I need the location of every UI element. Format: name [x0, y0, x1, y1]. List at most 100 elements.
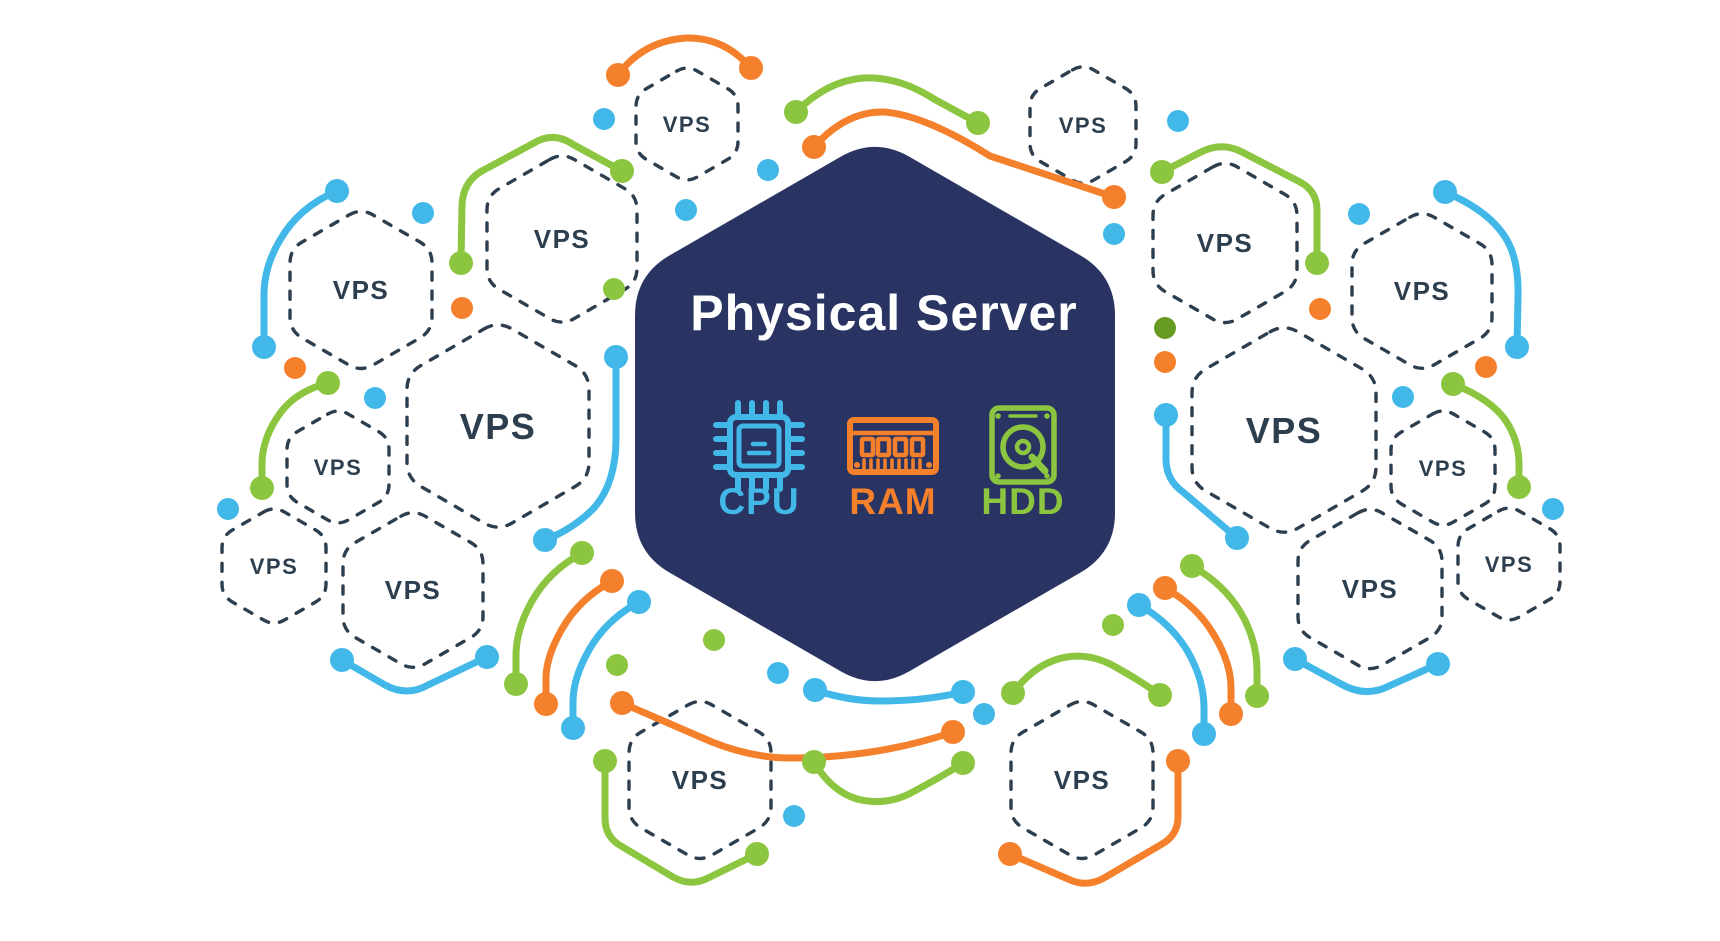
- connector-dot: [610, 691, 634, 715]
- connector-line: [1006, 757, 1182, 887]
- connector-dot: [998, 842, 1022, 866]
- vps-hexagon-right-upper: VPS: [1151, 161, 1299, 325]
- connector-dot: [1166, 749, 1190, 773]
- connector-dot: [504, 672, 528, 696]
- vps-label: VPS: [1419, 456, 1468, 481]
- hexagon-outline: [288, 209, 434, 371]
- connector-dot: [1507, 475, 1531, 499]
- connector-dot: [1505, 335, 1529, 359]
- connector-dot: [1305, 251, 1329, 275]
- connector-line: [1009, 652, 1164, 699]
- vps-hexagon-bottom-left: VPS: [627, 699, 773, 861]
- connector-dot: [627, 590, 651, 614]
- accent-dot: [1475, 356, 1497, 378]
- connector-line: [614, 34, 755, 79]
- vps-hexagon-far-left: VPS: [288, 209, 434, 371]
- accent-dot: [284, 357, 306, 379]
- vps-label: VPS: [1054, 765, 1111, 795]
- accent-dot: [1154, 317, 1176, 339]
- vps-hexagon-far-right-upper: VPS: [1350, 211, 1494, 371]
- connector-line: [601, 757, 761, 886]
- physical-server-hexagon: [635, 146, 1115, 682]
- accent-dot: [1154, 351, 1176, 373]
- connector-dot: [1219, 702, 1243, 726]
- connector-line: [618, 699, 957, 762]
- hdd-label: HDD: [981, 481, 1064, 522]
- vps-label: VPS: [333, 275, 390, 305]
- connector-dot: [1433, 180, 1457, 204]
- connector-line: [260, 187, 341, 351]
- connector-lines: [258, 34, 1523, 887]
- connector-dot: [250, 476, 274, 500]
- accent-dot: [1392, 386, 1414, 408]
- connector-dot: [1127, 593, 1151, 617]
- connector-line: [457, 134, 626, 267]
- connector-dot: [570, 541, 594, 565]
- connector-dots: [217, 56, 1564, 866]
- connector-line: [1135, 601, 1208, 738]
- hexagon-outline: [1456, 506, 1562, 622]
- accent-dot: [451, 297, 473, 319]
- connector-dot: [802, 750, 826, 774]
- accent-dot: [412, 202, 434, 224]
- hexagon-outline: [220, 507, 328, 625]
- hexagon-outline: [634, 66, 740, 182]
- vps-label: VPS: [534, 224, 591, 254]
- vps-label: VPS: [1059, 113, 1108, 138]
- accent-dot: [603, 278, 625, 300]
- accent-dot: [757, 159, 779, 181]
- connector-dot: [1150, 160, 1174, 184]
- connector-dot: [1283, 647, 1307, 671]
- connector-line: [1291, 655, 1442, 695]
- connector-dot: [610, 159, 634, 183]
- accent-dot: [783, 805, 805, 827]
- accent-dot: [703, 629, 725, 651]
- connector-dot: [1225, 526, 1249, 550]
- connector-line: [810, 108, 1118, 201]
- connector-dot: [802, 135, 826, 159]
- connector-line: [811, 686, 967, 705]
- connector-dot: [604, 345, 628, 369]
- connector-dot: [1154, 403, 1178, 427]
- connector-dot: [593, 749, 617, 773]
- connector-dot: [966, 111, 990, 135]
- connector-dot: [252, 335, 276, 359]
- hexagon-outline: [1151, 161, 1299, 325]
- connector-line: [512, 549, 586, 688]
- vps-hexagon-bottom-right: VPS: [1009, 699, 1155, 861]
- vps-hexagon-left-smaller: VPS: [220, 507, 328, 625]
- accent-dot: [767, 662, 789, 684]
- vps-hexagon-right-bottom: VPS: [1296, 507, 1444, 671]
- connector-dot: [449, 251, 473, 275]
- hexagon-outline: [485, 154, 639, 324]
- connector-dot: [1102, 185, 1126, 209]
- hexagon-outline: [1009, 699, 1155, 861]
- vps-label: VPS: [460, 406, 537, 447]
- ram-label: RAM: [849, 481, 936, 522]
- ram-memory-icon: [847, 417, 939, 475]
- connector-dot: [561, 716, 585, 740]
- vps-label: VPS: [1246, 410, 1323, 451]
- accent-dot: [675, 199, 697, 221]
- vps-hexagon-left-small: VPS: [285, 409, 391, 525]
- connector-line: [542, 577, 616, 708]
- vps-hexagon-top-left: VPS: [634, 66, 740, 182]
- connector-dot: [534, 692, 558, 716]
- physical-server-title: Physical Server: [690, 285, 1078, 341]
- accent-dot: [973, 703, 995, 725]
- connector-dot: [475, 645, 499, 669]
- physical-server-node: Physical Server: [635, 146, 1115, 682]
- connector-line: [1162, 411, 1241, 542]
- hexagon-outline: [285, 409, 391, 525]
- hexagon-outline: [1389, 409, 1497, 527]
- connector-dot: [745, 842, 769, 866]
- vps-label: VPS: [250, 554, 299, 579]
- hexagon-outline: [627, 699, 773, 861]
- hexagon-outline: [341, 510, 485, 670]
- vps-hexagon-top-right: VPS: [1028, 65, 1138, 185]
- accent-dot: [1103, 223, 1125, 245]
- connector-dot: [1153, 576, 1177, 600]
- accent-dot: [1167, 110, 1189, 132]
- connector-dot: [606, 63, 630, 87]
